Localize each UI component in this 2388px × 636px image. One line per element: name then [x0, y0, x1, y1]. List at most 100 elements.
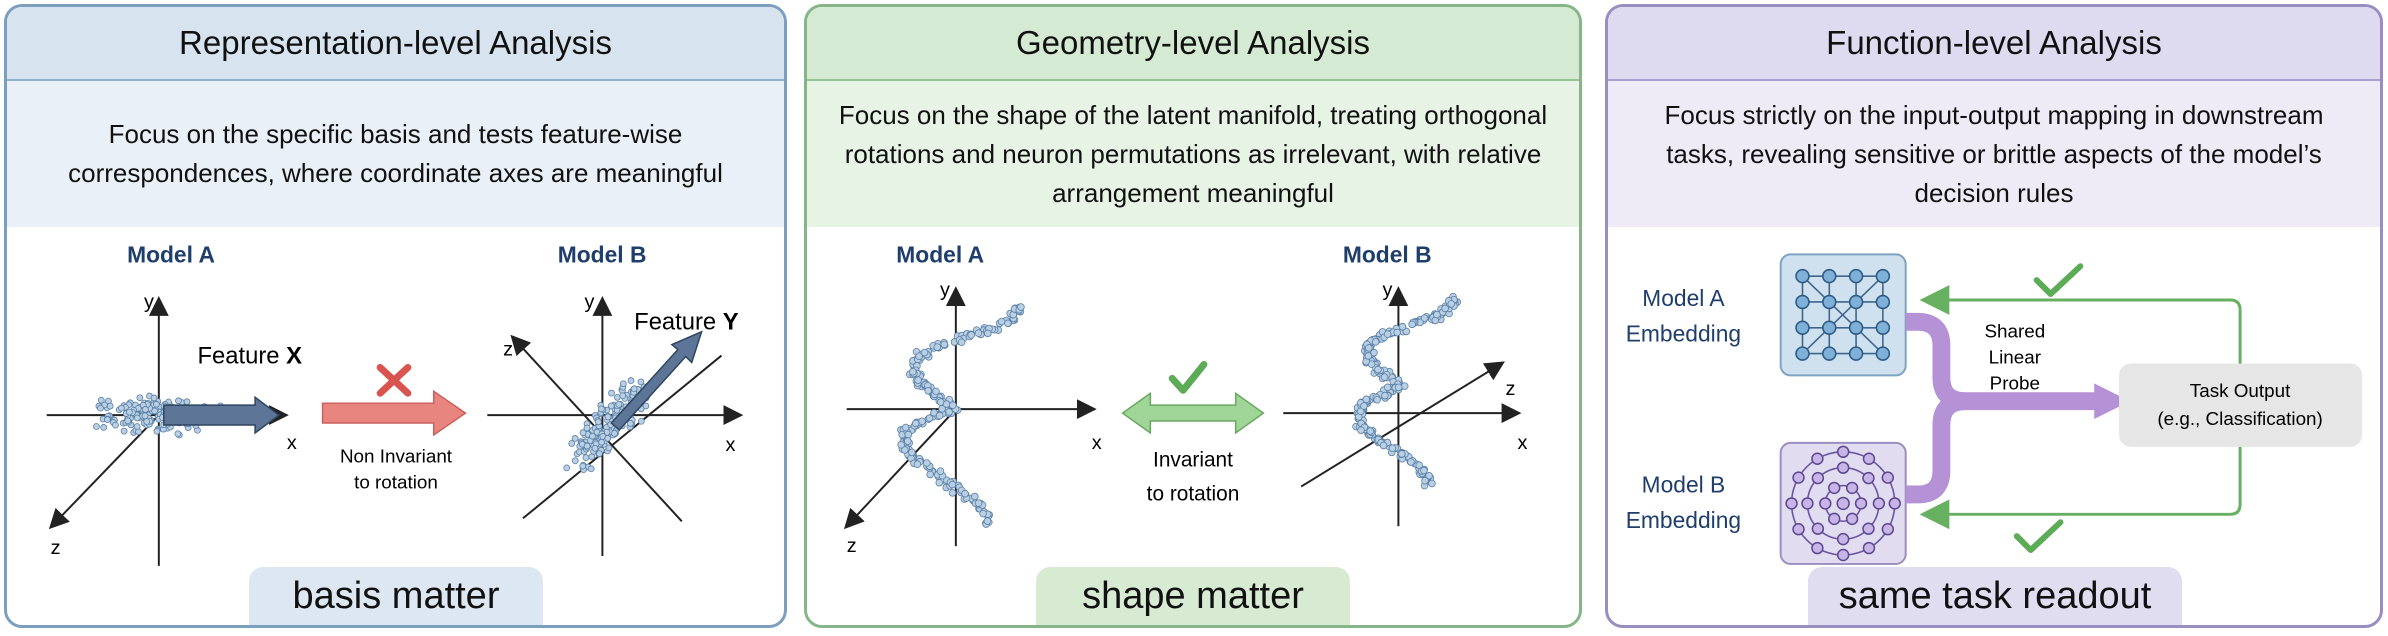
- manifold-dot: [1380, 373, 1389, 381]
- scatter-dot: [571, 457, 579, 465]
- axis-x-label: x: [287, 432, 297, 454]
- manifold-dot: [904, 430, 913, 439]
- manifold-dot: [935, 478, 944, 487]
- network-node: [1872, 497, 1886, 510]
- model-b-label: Model B: [1343, 241, 1432, 267]
- network-node: [1862, 541, 1876, 555]
- feature-x-label: Feature X: [198, 342, 303, 369]
- scatter-dot: [124, 417, 132, 425]
- manifold-dot: [935, 411, 944, 420]
- manifold-dot: [957, 338, 966, 347]
- network-node: [1828, 512, 1841, 526]
- model-a-axes: [46, 296, 289, 566]
- feature-x-arrow: [163, 395, 281, 435]
- manifold-dot: [1407, 458, 1415, 466]
- manifold-dot: [913, 460, 922, 468]
- scatter-dot: [142, 406, 149, 413]
- manifold-dot: [1383, 383, 1392, 392]
- panel-description: Focus strictly on the input-output mappi…: [1608, 81, 2380, 227]
- network-node: [1785, 497, 1798, 510]
- manifold-dot: [925, 414, 934, 422]
- scatter-dot: [583, 424, 591, 432]
- manifold-dot: [961, 489, 969, 498]
- model-b-label-line1: Model B: [1642, 471, 1726, 497]
- axis-x-label: x: [1092, 432, 1102, 454]
- scatter-dot: [125, 408, 133, 416]
- probe-label-line2: Linear: [1989, 346, 2041, 367]
- model-a-axes: [843, 286, 1097, 547]
- feature-y-label: Feature Y: [634, 309, 739, 336]
- scatter-dot: [153, 427, 161, 435]
- manifold-dot: [1362, 395, 1371, 404]
- manifold-dot: [948, 401, 957, 410]
- manifold-dot: [936, 467, 945, 475]
- scatter-dot: [627, 420, 634, 427]
- scatter-dot: [174, 430, 182, 438]
- model-a-label-line2: Embedding: [1626, 321, 1741, 347]
- axis-z-label: z: [847, 535, 857, 557]
- network-node: [1848, 346, 1864, 361]
- arrow-caption-line1: Non Invariant: [340, 446, 453, 467]
- network-node: [1795, 268, 1810, 284]
- scatter-dot: [587, 465, 595, 473]
- task-output-line2: (e.g., Classification): [2157, 408, 2322, 429]
- manifold-dot: [911, 419, 920, 428]
- manifold-dot: [918, 417, 926, 426]
- manifold-dot: [948, 480, 957, 489]
- badge: same task readout: [1808, 567, 2182, 625]
- manifold-dot: [1425, 472, 1433, 480]
- network-node: [1819, 497, 1832, 510]
- network-node: [1828, 481, 1841, 495]
- manifold-dot: [901, 446, 909, 454]
- network-node: [1811, 522, 1825, 535]
- scatter-dot: [595, 418, 602, 426]
- non-invariant-arrow: [321, 389, 467, 437]
- function-panel: Function-level Analysis Focus strictly o…: [1605, 4, 2383, 628]
- network-node: [1801, 497, 1814, 510]
- manifold-dot: [983, 517, 992, 525]
- manifold-dot: [904, 437, 912, 445]
- network-node: [1795, 294, 1810, 310]
- scatter-dot: [619, 392, 627, 400]
- arrow-caption-line2: to rotation: [354, 472, 438, 493]
- axis-y-label: y: [585, 291, 595, 313]
- scatter-dot: [637, 417, 645, 425]
- manifold-dot: [1441, 304, 1449, 313]
- network-node: [1845, 512, 1859, 526]
- axis-x-label: x: [1517, 432, 1527, 454]
- scatter-dot: [583, 442, 591, 450]
- scatter-dot: [604, 413, 612, 421]
- network-node: [1848, 320, 1864, 336]
- manifold-dot: [1447, 300, 1456, 308]
- manifold-dot: [938, 405, 946, 413]
- scatter-dot: [133, 414, 141, 422]
- manifold-dot: [945, 408, 953, 416]
- task-output-box: [2119, 363, 2363, 447]
- scatter-dot: [630, 385, 638, 393]
- network-node: [1792, 523, 1805, 536]
- scatter-dot: [568, 440, 576, 447]
- scatter-dot: [153, 400, 160, 408]
- manifold-dot: [1428, 479, 1436, 488]
- s-manifold-a: [897, 303, 1025, 528]
- network-node: [1811, 541, 1824, 555]
- scatter-dot: [120, 427, 128, 435]
- invariant-double-arrow: [1121, 391, 1265, 435]
- check-icon: [2033, 263, 2084, 298]
- panel-title: Representation-level Analysis: [7, 7, 784, 81]
- panel-title: Function-level Analysis: [1608, 7, 2380, 81]
- scatter-dot: [605, 444, 613, 452]
- scatter-dot: [97, 396, 105, 404]
- probe-label-line1: Shared: [1984, 321, 2045, 342]
- manifold-dot: [942, 400, 951, 408]
- network-node: [1836, 548, 1850, 562]
- scatter-dot: [627, 377, 635, 384]
- manifold-dot: [1383, 330, 1392, 338]
- manifold-dot: [1398, 450, 1406, 458]
- scatter-dot: [637, 378, 645, 386]
- manifold-dot: [974, 329, 983, 337]
- manifold-dot: [1357, 426, 1365, 434]
- scatter-dot: [615, 401, 623, 408]
- scatter-dot: [598, 405, 605, 413]
- network-node: [1888, 497, 1901, 510]
